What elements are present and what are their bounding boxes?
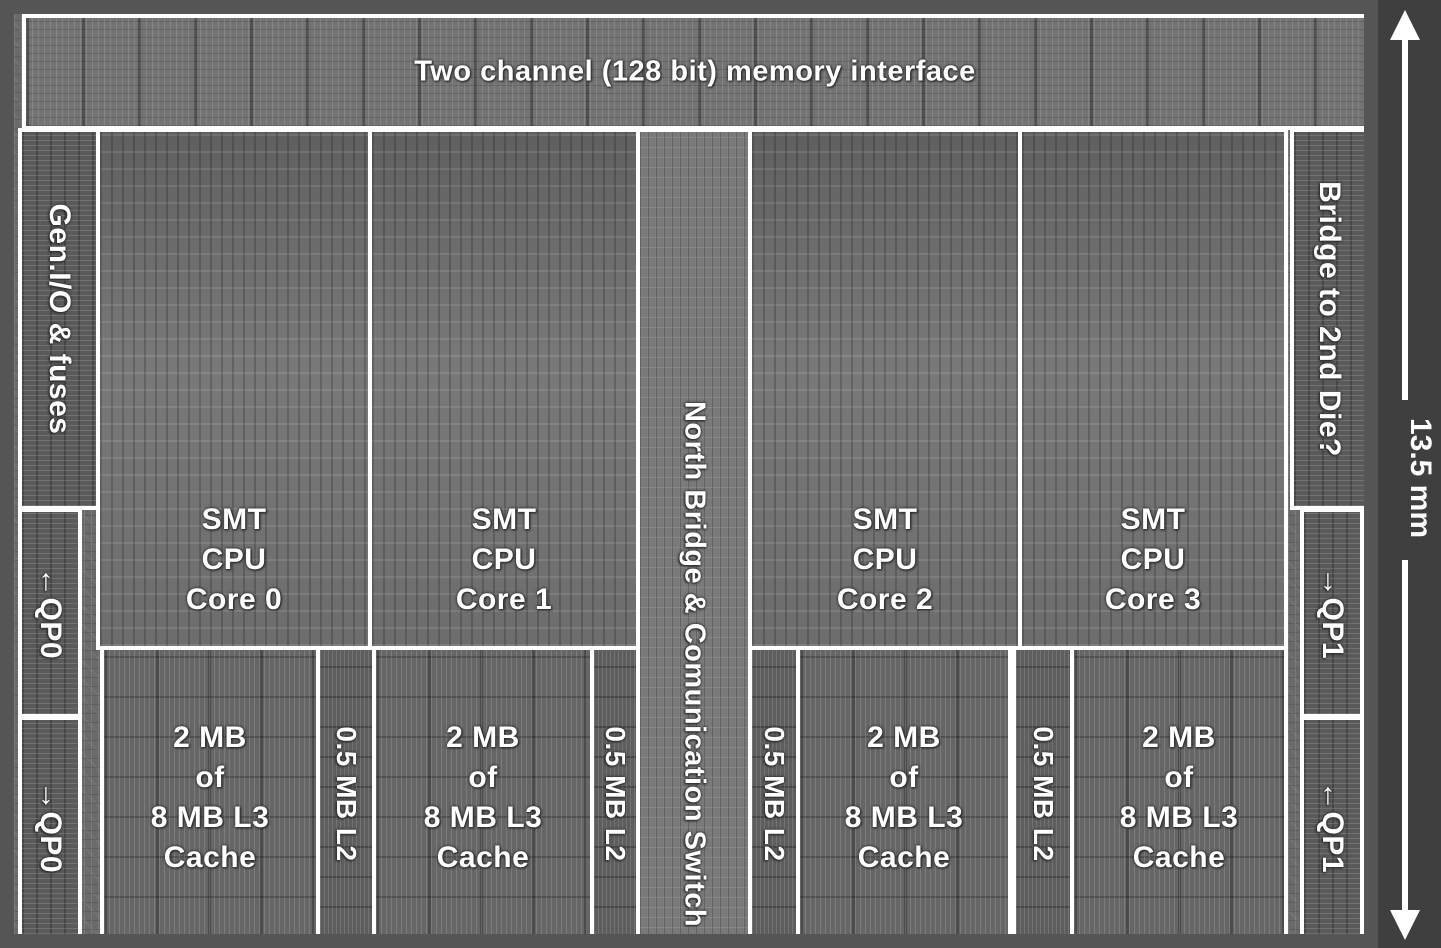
- l2-cache-3: 0.5 MB L2: [1012, 646, 1074, 942]
- core-2-label: SMT CPU Core 2: [836, 503, 934, 616]
- arrow-left-icon: ←: [1316, 780, 1349, 812]
- l2-cache-0-label: 0.5 MB L2: [331, 726, 362, 862]
- qp0-upper-label: ←QP0: [33, 567, 67, 659]
- qp1-upper-text: QP1: [1316, 597, 1349, 660]
- cpu-core-0: SMT CPU Core 0: [96, 128, 372, 650]
- l2-cache-0: 0.5 MB L2: [316, 646, 376, 942]
- dimension-label: 13.5 mm: [1404, 417, 1437, 539]
- memory-interface-label: Two channel (128 bit) memory interface: [414, 55, 976, 88]
- gen-io-block: Gen.I/O & fuses: [18, 128, 100, 510]
- bridge-2nd-die-block: Bridge to 2nd Die?: [1290, 128, 1368, 510]
- l3-cache-1-label: 2 MB of 8 MB L3 Cache: [423, 721, 543, 874]
- qp1-lower-label: ←QP1: [1315, 781, 1349, 873]
- qp1-upper-block: →QP1: [1300, 508, 1364, 718]
- dimension-strip: [1378, 0, 1441, 948]
- qp1-lower-block: ←QP1: [1300, 716, 1364, 938]
- qp0-lower-label: →QP0: [33, 781, 67, 873]
- cpu-core-3: SMT CPU Core 3: [1018, 128, 1288, 650]
- l3-cache-3: 2 MB of 8 MB L3 Cache: [1070, 646, 1288, 942]
- l2-cache-2: 0.5 MB L2: [748, 646, 800, 942]
- qp0-lower-block: →QP0: [18, 716, 82, 938]
- l2-cache-1-label: 0.5 MB L2: [600, 726, 631, 862]
- cpu-core-2: SMT CPU Core 2: [748, 128, 1022, 650]
- core-3-label: SMT CPU Core 3: [1104, 503, 1202, 616]
- arrow-right-icon: →: [1316, 566, 1349, 598]
- qp1-lower-text: QP1: [1316, 811, 1349, 874]
- l2-cache-1: 0.5 MB L2: [590, 646, 640, 942]
- bridge-2nd-die-label: Bridge to 2nd Die?: [1313, 181, 1346, 457]
- l3-cache-1: 2 MB of 8 MB L3 Cache: [372, 646, 594, 942]
- l3-cache-0: 2 MB of 8 MB L3 Cache: [100, 646, 320, 942]
- l3-cache-2: 2 MB of 8 MB L3 Cache: [796, 646, 1012, 942]
- core-0-label: SMT CPU Core 0: [185, 503, 283, 616]
- qp1-upper-label: →QP1: [1315, 567, 1349, 659]
- arrow-left-icon: ←: [34, 566, 67, 598]
- qp0-upper-block: ←QP0: [18, 508, 82, 718]
- arrow-right-icon: →: [34, 780, 67, 812]
- dimension-arrow-icon: [1390, 10, 1420, 940]
- l2-cache-3-label: 0.5 MB L2: [1028, 726, 1059, 862]
- l3-cache-0-label: 2 MB of 8 MB L3 Cache: [150, 721, 270, 874]
- l3-cache-2-label: 2 MB of 8 MB L3 Cache: [844, 721, 964, 874]
- north-bridge-block: North Bridge & Comunication Switch: [636, 128, 752, 942]
- cpu-core-1: SMT CPU Core 1: [368, 128, 640, 650]
- north-bridge-label: North Bridge & Comunication Switch: [678, 400, 711, 928]
- l3-cache-3-label: 2 MB of 8 MB L3 Cache: [1119, 721, 1239, 874]
- qp0-lower-text: QP0: [34, 811, 67, 874]
- l2-cache-2-label: 0.5 MB L2: [759, 726, 790, 862]
- memory-interface-block: Two channel (128 bit) memory interface: [22, 14, 1368, 130]
- gen-io-label: Gen.I/O & fuses: [43, 203, 76, 435]
- core-1-label: SMT CPU Core 1: [455, 503, 553, 616]
- qp0-upper-text: QP0: [34, 597, 67, 660]
